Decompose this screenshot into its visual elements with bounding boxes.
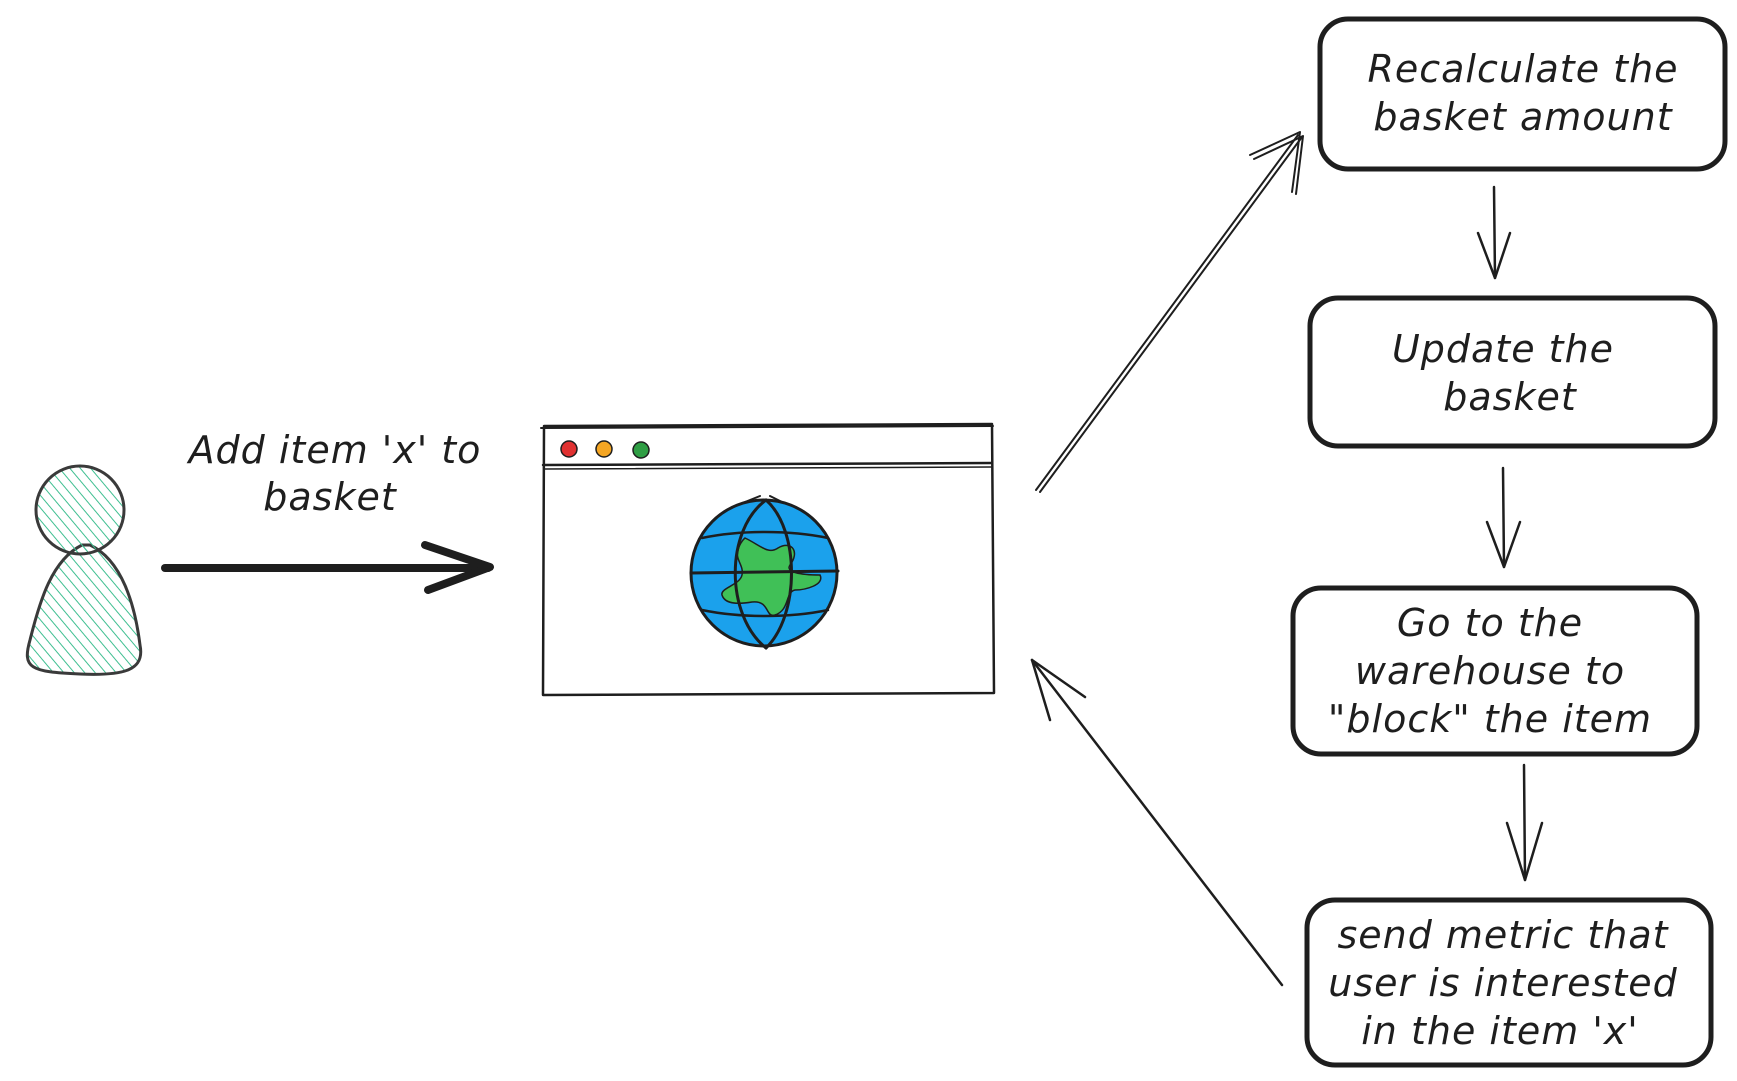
request-arrow	[161, 541, 494, 594]
step-recalculate-line-2: basket amount	[1373, 95, 1673, 139]
step-warehouse-line-2: warehouse to	[1355, 649, 1625, 693]
step-update: Update the basket	[1307, 295, 1718, 449]
step-metric-line-1: send metric that	[1337, 913, 1669, 957]
globe-icon	[689, 495, 840, 650]
step-metric-line-3: in the item 'x'	[1361, 1009, 1638, 1053]
arrow-recalculate-to-update	[1476, 185, 1512, 280]
step-metric: send metric that user is interested in t…	[1304, 897, 1714, 1068]
request-label-line-2: basket	[263, 475, 398, 519]
window-maximize-dot	[632, 441, 650, 459]
user-head	[34, 464, 126, 556]
step-recalculate: Recalculate the basket amount	[1317, 16, 1728, 172]
window-controls	[560, 440, 650, 459]
arrow-to-recalculate	[1035, 131, 1304, 493]
step-warehouse: Go to the warehouse to "block" the item	[1290, 585, 1700, 757]
step-metric-line-2: user is interested	[1328, 961, 1678, 1005]
step-warehouse-line-3: "block" the item	[1328, 697, 1652, 741]
request-label: Add item 'x' to basket	[186, 428, 482, 519]
step-update-line-2: basket	[1443, 375, 1578, 419]
step-recalculate-line-1: Recalculate the	[1367, 47, 1678, 91]
arrow-metric-to-browser	[1030, 658, 1284, 987]
arrow-warehouse-to-metric	[1505, 763, 1544, 882]
user-icon	[25, 464, 143, 676]
window-close-dot	[560, 440, 578, 458]
request-label-line-1: Add item 'x' to	[186, 428, 482, 472]
step-warehouse-line-1: Go to the	[1397, 601, 1583, 645]
browser-window	[540, 422, 996, 697]
arrow-update-to-warehouse	[1485, 466, 1522, 569]
step-update-line-1: Update the	[1392, 327, 1614, 371]
window-minimize-dot	[595, 440, 613, 458]
user-body	[25, 543, 143, 676]
